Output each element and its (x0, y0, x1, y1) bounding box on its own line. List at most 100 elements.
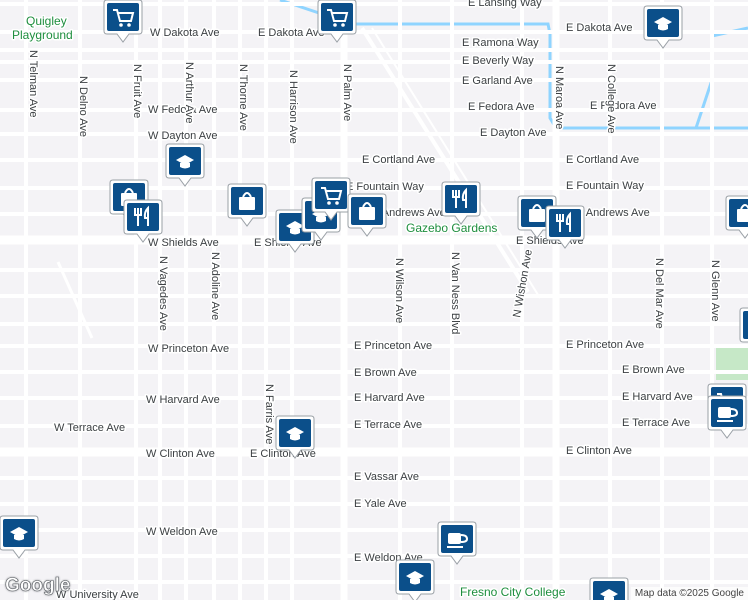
shopping-cart-marker[interactable] (311, 177, 351, 221)
school-icon (600, 589, 618, 600)
street-label: E Fedora Ave (590, 100, 656, 112)
google-logo: Google (5, 575, 71, 597)
street-label: E Dayton Ave (480, 127, 546, 139)
rail-line (371, 27, 541, 299)
street-label: E Harvard Ave (354, 392, 425, 404)
street-label: E Fountain Way (566, 180, 644, 192)
restaurant-marker[interactable] (441, 181, 481, 225)
school-marker[interactable] (165, 143, 205, 187)
street-label: N Vagedes Ave (157, 256, 169, 331)
map-attribution[interactable]: Map data ©2025 Google (630, 587, 748, 600)
school-marker[interactable] (395, 559, 435, 600)
street-label: W Princeton Ave (148, 343, 229, 355)
road-diagonal (360, 26, 530, 294)
street-label: E Andrews Ave (576, 207, 650, 219)
school-marker[interactable] (589, 577, 629, 600)
street-label: E Cortland Ave (362, 154, 435, 166)
school-marker[interactable] (739, 307, 748, 350)
street-label: W Shields Ave (148, 237, 219, 249)
cafe-marker[interactable] (437, 521, 477, 565)
street-label: E Brown Ave (354, 367, 417, 379)
street-label: E Brown Ave (622, 364, 685, 376)
park-area (716, 344, 748, 380)
street-label: W University Ave (56, 589, 139, 600)
street-label: E Princeton Ave (354, 340, 432, 352)
street-label: N Van Ness Blvd (449, 252, 461, 334)
street-label: W Clinton Ave (146, 448, 215, 460)
restaurant-marker[interactable] (123, 199, 163, 243)
street-label: E Yale Ave (354, 498, 407, 510)
school-icon (286, 427, 304, 441)
cafe-marker[interactable] (707, 395, 747, 439)
street-label: N Farris Ave (263, 384, 275, 444)
street-label: E Princeton Ave (566, 339, 644, 351)
place-label[interactable]: Gazebo Gardens (405, 220, 499, 237)
street-label: E Terrace Ave (354, 419, 422, 431)
school-icon (286, 221, 304, 235)
street-label: N Fruit Ave (131, 64, 143, 118)
school-marker[interactable] (275, 415, 315, 459)
street-label: E Andrews Ave (372, 207, 446, 219)
restaurant-icon (556, 211, 571, 232)
street-label: E Fountain Way (346, 181, 424, 193)
school-marker[interactable] (0, 515, 39, 559)
street-label: N Maroa Ave (553, 66, 565, 129)
shopping-bag-marker[interactable] (725, 195, 748, 239)
shopping-cart-icon (327, 9, 349, 27)
street-label: E Clinton Ave (566, 445, 632, 457)
street-label: W Terrace Ave (54, 422, 125, 434)
street-label: N Palm Ave (341, 64, 353, 121)
street-label: E Fedora Ave (468, 101, 534, 113)
street-label: E Harvard Ave (622, 391, 693, 403)
street-label: N College Ave (605, 64, 617, 134)
canal-line (352, 22, 748, 130)
street-label: E Cortland Ave (566, 154, 639, 166)
street-label: W Dayton Ave (148, 130, 218, 142)
cafe-icon (447, 533, 469, 548)
school-icon (176, 155, 194, 169)
street-label: E Ramona Way (462, 37, 539, 49)
shopping-cart-icon (113, 9, 135, 27)
shopping-cart-marker[interactable] (317, 0, 357, 43)
school-icon (654, 17, 672, 31)
street-label: E Lansing Way (468, 0, 542, 9)
street-label: N Wilson Ave (393, 258, 405, 323)
street-label: N Telman Ave (27, 50, 39, 117)
street-label: N Arthur Ave (183, 62, 195, 124)
shopping-cart-icon (321, 187, 343, 205)
shopping-bag-icon (239, 192, 255, 210)
street-label: E Garland Ave (462, 75, 533, 87)
shopping-bag-marker[interactable] (347, 193, 387, 237)
shopping-bag-icon (737, 204, 748, 222)
restaurant-icon (452, 187, 467, 208)
street-label: W Dakota Ave (150, 27, 220, 39)
school-marker[interactable] (643, 5, 683, 49)
street-label: N Del Mar Ave (653, 258, 665, 329)
street-label: N Harrison Ave (287, 70, 299, 144)
shopping-bag-icon (529, 204, 545, 222)
school-icon (10, 527, 28, 541)
street-label: W Weldon Ave (146, 526, 218, 538)
school-icon (406, 571, 424, 585)
street-label: W Harvard Ave (146, 394, 220, 406)
parks-layer (716, 344, 748, 380)
road-diagonal (56, 261, 94, 339)
street-label: N Thorne Ave (237, 64, 249, 131)
street-label: N Adoline Ave (209, 252, 221, 320)
street-label: E Dakota Ave (566, 22, 632, 34)
shopping-bag-icon (359, 202, 375, 220)
place-label[interactable]: Fresno City College (459, 584, 568, 600)
restaurant-marker[interactable] (545, 205, 585, 249)
street-label: E Terrace Ave (622, 417, 690, 429)
street-label: N Delno Ave (77, 76, 89, 137)
street-label: E Beverly Way (462, 55, 534, 67)
shopping-bag-marker[interactable] (227, 183, 267, 227)
restaurant-icon (134, 205, 149, 226)
shopping-cart-marker[interactable] (103, 0, 143, 43)
street-label: E Vassar Ave (354, 471, 419, 483)
